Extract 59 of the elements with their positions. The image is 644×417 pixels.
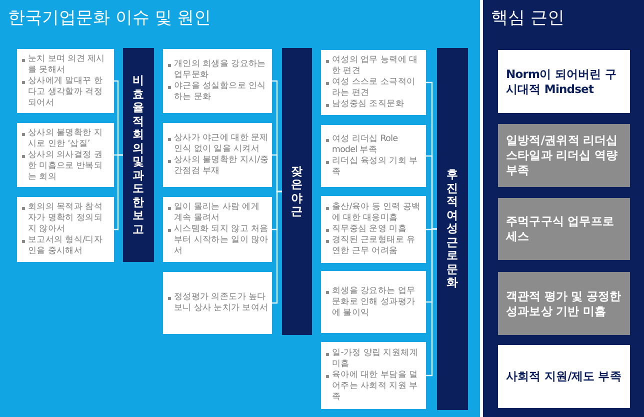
root-cause-text: Norm이 되어버린 구시대적 Mindset: [506, 66, 618, 96]
bullet-text: 정성평가 의존도가 높다 보니 상사 눈치가 보여서: [167, 292, 269, 314]
bullet-text: 일-가정 양립 지원체계 미흡: [325, 348, 423, 370]
bullet-text: 야근을 성실함으로 인식하는 문화: [167, 81, 269, 103]
issue-bar: [123, 48, 154, 262]
cause-card: [17, 49, 114, 113]
bullet-text: 일이 몰리는 사람 에게 계속 몰려서: [167, 202, 269, 224]
bullet-text: 상사의 불명확한 지시로 인한 ‘삽질’: [21, 128, 111, 150]
bullet-text: 여성의 업무 능력에 대한 편견: [325, 55, 423, 77]
root-cause-text: 주먹구구식 업무프로세스: [506, 214, 616, 244]
cause-card: [17, 197, 114, 262]
cause-card: [321, 342, 426, 409]
bullet-text: 희생을 강요하는 업무문화로 인해 성과평가에 불이익: [325, 286, 423, 318]
cause-card: [321, 271, 426, 333]
root-cause-card: [498, 198, 630, 260]
bullet-text: 시스템화 되지 않고 처음부터 시작하는 일이 많아서: [167, 224, 269, 257]
bullet-text: 여성 리더십 Role model 부족: [325, 134, 423, 156]
cause-card: [163, 272, 272, 334]
panel-title: 핵심 근인: [491, 7, 564, 29]
bracket-connector: [426, 228, 437, 376]
bullet-text: 리더십 육성의 기회 부족: [325, 156, 423, 178]
bullet-text: 상사의 불명확한 지시/중간점검 부재: [167, 155, 269, 177]
bullet-text: 개인의 희생을 강요하는 업무문화: [167, 59, 269, 81]
cause-card: [163, 49, 272, 113]
bullet-text: 눈치 보며 의견 제시를 못해서: [21, 54, 111, 76]
bracket-connector: [272, 190, 282, 304]
root-cause-card: [498, 272, 630, 335]
bullet-text: 출산/육아 등 인력 공백에 대한 대응미흡: [325, 202, 423, 224]
issue-panel: [0, 0, 480, 417]
bullet-text: 회의의 목적과 참석자가 명확히 정의되지 않아서: [21, 202, 111, 235]
panel-title: 한국기업문화 이슈 및 원인: [8, 7, 212, 29]
root-cause-card: [498, 345, 630, 408]
cause-card: [321, 50, 426, 115]
bullet-text: 상사의 의사결정 권한 미흡으로 반복되는 회의: [21, 150, 111, 182]
bullet-text: 남성중심 조직문화: [325, 99, 423, 110]
issue-label: 후진적 여성근로문화: [446, 168, 459, 290]
root-cause-text: 일방적/권위적 리더십 스타일과 리더십 역량 부족: [506, 133, 619, 178]
bullet-text: 상사에게 말대꾸 한다고 생각할까 걱정되어서: [21, 76, 111, 108]
bullet-text: 육아에 대한 부담을 덜어주는 사회적 지원 부족: [325, 370, 423, 403]
root-cause-card: [498, 50, 630, 113]
bullet-text: 보고서의 형식/디자인을 중시해서: [21, 235, 111, 257]
issue-bar: [437, 48, 468, 410]
root-cause-text: 사회적 지원/제도 부족: [506, 369, 622, 384]
root-cause-text: 객관적 평가 및 공정한 성과보상 기반 미흡: [506, 288, 622, 318]
bullet-text: 경직된 근로형태로 유연한 근무 어려움: [325, 235, 423, 257]
cause-card: [163, 123, 272, 187]
cause-card: [321, 125, 426, 187]
bullet-text: 여성 스스로 소극적이라는 편견: [325, 77, 423, 99]
bullet-text: 직무중심 운영 미흡: [325, 224, 423, 235]
bracket-connector: [114, 154, 123, 230]
root-cause-panel: [483, 0, 644, 417]
cause-card: [321, 196, 426, 263]
cause-card: [17, 123, 114, 187]
issue-label: 잦은 야근: [290, 164, 304, 218]
cause-card: [163, 197, 272, 262]
issue-bar: [282, 48, 312, 335]
issue-label: 비효율적 회의 및 과도한 보고: [132, 74, 145, 236]
root-cause-card: [498, 124, 630, 187]
bullet-text: 상사가 야근에 대한 문제인식 없이 일을 시켜서: [167, 133, 269, 155]
